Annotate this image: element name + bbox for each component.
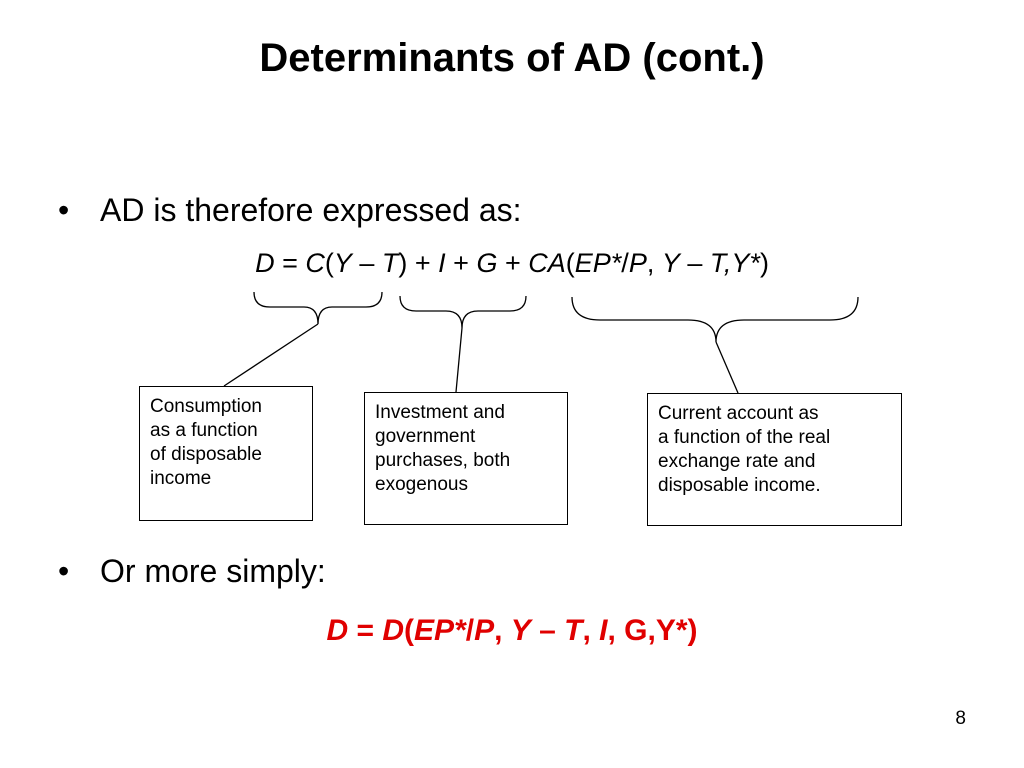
eq-op: , (582, 614, 600, 647)
box-line: Consumption (150, 396, 262, 417)
eq-term: T (381, 248, 399, 278)
bullet-ad-expressed: • AD is therefore expressed as: (58, 192, 522, 229)
page-number: 8 (955, 708, 966, 729)
eq-op: ( (324, 248, 334, 278)
eq-term: G,Y*) (624, 614, 698, 647)
box-line: purchases, both (375, 450, 511, 471)
eq-term: P (474, 614, 495, 647)
bullet-text: AD is therefore expressed as: (100, 192, 522, 228)
eq-op: = (348, 614, 383, 647)
equation-ad-simple: D = D(EP*/P, Y – T, I, G,Y*) (0, 614, 1024, 648)
box-line: exogenous (375, 474, 468, 495)
eq-term: CA (528, 248, 566, 278)
box-line: Investment and (375, 402, 505, 423)
brace-investment (399, 295, 527, 329)
eq-term: Y (661, 248, 680, 278)
eq-op: = (274, 248, 306, 278)
eq-term: T,Y* (709, 248, 760, 278)
leader-current-account (715, 341, 739, 394)
eq-term: D (326, 614, 349, 647)
eq-op: + (497, 248, 529, 278)
brace-current-account (571, 296, 859, 343)
bullet-more-simply: • Or more simply: (58, 553, 326, 590)
bullet-marker: • (58, 553, 70, 589)
bullet-marker: • (58, 192, 70, 228)
eq-term: P (628, 248, 647, 278)
eq-op: / (621, 248, 629, 278)
eq-op: – (351, 248, 382, 278)
eq-op: ) + (398, 248, 439, 278)
box-line: government (375, 426, 476, 447)
eq-op: , (607, 614, 625, 647)
consumption-box: Consumption as a function of disposable … (139, 386, 313, 521)
box-line: income (150, 468, 212, 489)
eq-term: Y (333, 248, 352, 278)
box-line: Current account as (658, 403, 819, 424)
box-line: a function of the real (658, 427, 831, 448)
eq-op: + (445, 248, 477, 278)
slide-title: Determinants of AD (cont.) (259, 36, 765, 80)
eq-term: I (438, 248, 446, 278)
eq-term: D (255, 248, 275, 278)
eq-term: I (599, 614, 608, 647)
bullet-text: Or more simply: (100, 553, 326, 589)
eq-term: T (564, 614, 583, 647)
eq-op: ( (404, 614, 415, 647)
eq-term: EP* (574, 248, 622, 278)
leader-consumption (223, 323, 319, 387)
leader-investment (455, 327, 463, 393)
eq-op: – (530, 614, 565, 647)
eq-term: D (382, 614, 405, 647)
eq-op: , (494, 614, 511, 647)
eq-term: EP* (414, 614, 466, 647)
eq-op: – (679, 248, 710, 278)
eq-term: Y (510, 614, 531, 647)
equation-ad-full: D = C(Y – T) + I + G + CA(EP*/P, Y – T,Y… (0, 248, 1024, 279)
eq-op: , (646, 248, 662, 278)
eq-op: ) (759, 248, 769, 278)
eq-term: C (305, 248, 325, 278)
eq-op: / (465, 614, 475, 647)
eq-term: G (476, 248, 498, 278)
eq-op: ( (565, 248, 575, 278)
box-line: disposable income. (658, 475, 821, 496)
brace-consumption (253, 291, 383, 325)
box-line: exchange rate and (658, 451, 816, 472)
box-line: of disposable (150, 444, 262, 465)
box-line: as a function (150, 420, 258, 441)
current-account-box: Current account as a function of the rea… (647, 393, 902, 526)
investment-box: Investment and government purchases, bot… (364, 392, 568, 525)
